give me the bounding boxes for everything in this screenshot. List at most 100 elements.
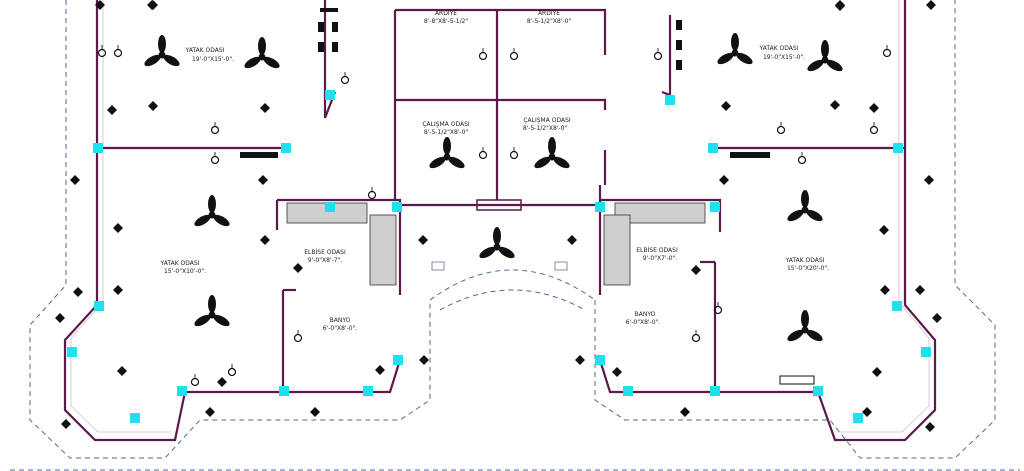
room-labels: YATAK ODASI 19'-0"X15'-0". ARDIYE 8'-8"X… — [160, 10, 830, 332]
room-size-5: 8'-5-1/2"X8'-0" — [523, 125, 568, 132]
fan-blade — [787, 329, 804, 342]
column-marker — [93, 143, 103, 153]
room-size-9: 6'-0"X8'-0". — [323, 325, 358, 332]
switch-ring — [227, 367, 237, 377]
ceiling-light-icon — [719, 175, 729, 185]
wall-switch-icon — [509, 147, 519, 160]
fan-blade — [534, 156, 551, 169]
column-marker — [392, 202, 402, 212]
wall-switch-icon — [227, 364, 237, 377]
ceiling-fan-icon — [787, 310, 823, 342]
wardrobe-fixtures — [240, 8, 815, 385]
fan-blade — [717, 52, 734, 65]
room-label-7: YATAK ODASI — [160, 260, 200, 267]
room-label-3: ARDIYE — [538, 10, 560, 17]
column-marker — [708, 143, 718, 153]
ceiling-light-icon — [567, 235, 577, 245]
fan-blade — [144, 54, 161, 67]
ceiling-fan-icon — [194, 195, 230, 227]
ceiling-light-icon — [258, 175, 268, 185]
column-marker — [279, 386, 289, 396]
column-marker — [710, 202, 720, 212]
switch-ring — [478, 51, 488, 61]
ceiling-light-icon — [375, 365, 385, 375]
switch-ring — [340, 75, 350, 85]
fan-blade — [553, 156, 570, 169]
fan-blade — [429, 156, 446, 169]
wall-switch-icon — [478, 48, 488, 61]
column-marker — [177, 386, 187, 396]
ceiling-light-icon — [147, 0, 157, 10]
room-size-10: 9'-0"X7'-0". — [643, 255, 678, 262]
column-marker — [325, 202, 335, 212]
column-marker — [595, 355, 605, 365]
ceiling-fan-icon — [534, 137, 570, 169]
room-size-1: 19'-0"X15'-0". — [192, 56, 234, 63]
fan-blade — [448, 156, 465, 169]
center-beam — [476, 199, 522, 211]
switch-ring — [797, 155, 807, 165]
fan-blade — [258, 37, 266, 55]
room-size-8: 9'-0"X8'-7". — [308, 257, 343, 264]
column-marker — [710, 386, 720, 396]
column-marker — [94, 301, 104, 311]
fan-blade — [787, 209, 804, 222]
wall-switch-icon — [869, 122, 879, 135]
ceiling-light-icon — [113, 285, 123, 295]
room-label-6: YATAK ODASI — [759, 45, 799, 52]
fan-blade — [806, 209, 823, 222]
ceiling-light-icon — [924, 175, 934, 185]
column-marker — [853, 413, 863, 423]
ceiling-light-icon — [260, 103, 270, 113]
fan-blade — [479, 246, 496, 259]
fan-blade — [208, 295, 216, 313]
entry-inner-arc-dashed — [439, 289, 586, 311]
switch-ring — [367, 190, 377, 200]
column-marker — [595, 202, 605, 212]
ceiling-light-icon — [612, 367, 622, 377]
room-label-2: ARDIYE — [435, 10, 457, 17]
ceiling-light-icon — [721, 101, 731, 111]
ceiling-light-icon — [260, 235, 270, 245]
ceiling-fan-icon — [787, 190, 823, 222]
ceiling-light-icon — [691, 265, 701, 275]
fan-blade — [443, 137, 451, 155]
ceiling-light-icon — [926, 0, 936, 10]
wall-switch-icon — [478, 147, 488, 160]
ceiling-lights — [55, 0, 942, 432]
ceiling-light-icon — [835, 1, 845, 11]
ceiling-fan-icon — [194, 295, 230, 327]
column-marker — [67, 347, 77, 357]
wall-switch-icon — [713, 302, 723, 315]
outer-boundary-dashed — [29, 0, 996, 459]
fan-blade — [826, 59, 843, 72]
fan-blade — [731, 33, 739, 51]
ceiling-fan-icon — [717, 33, 753, 65]
fan-blade — [807, 59, 824, 72]
room-size-11: 6'-0"X8'-0". — [626, 319, 661, 326]
ceiling-light-icon — [418, 235, 428, 245]
room-label-10: ELBİSE ODASI — [636, 247, 678, 254]
switch-ring — [882, 48, 892, 58]
fan-blade — [194, 214, 211, 227]
fan-blade — [736, 52, 753, 65]
column-marker — [363, 386, 373, 396]
fan-blade — [548, 137, 556, 155]
fan-blade — [806, 329, 823, 342]
column-marker — [921, 347, 931, 357]
fan-blade — [213, 214, 230, 227]
wall-switch-icon — [97, 45, 107, 58]
switch-ring — [869, 125, 879, 135]
ceiling-light-icon — [915, 285, 925, 295]
fan-blade — [493, 227, 501, 245]
switch-ring — [210, 155, 220, 165]
entry-pillars — [431, 261, 568, 271]
ceiling-light-icon — [61, 419, 71, 429]
ceiling-light-icon — [419, 355, 429, 365]
switch-ring — [691, 333, 701, 343]
ceiling-light-icon — [73, 287, 83, 297]
fan-blade — [208, 195, 216, 213]
ceiling-light-icon — [217, 377, 227, 387]
wall-switch-icon — [367, 187, 377, 200]
